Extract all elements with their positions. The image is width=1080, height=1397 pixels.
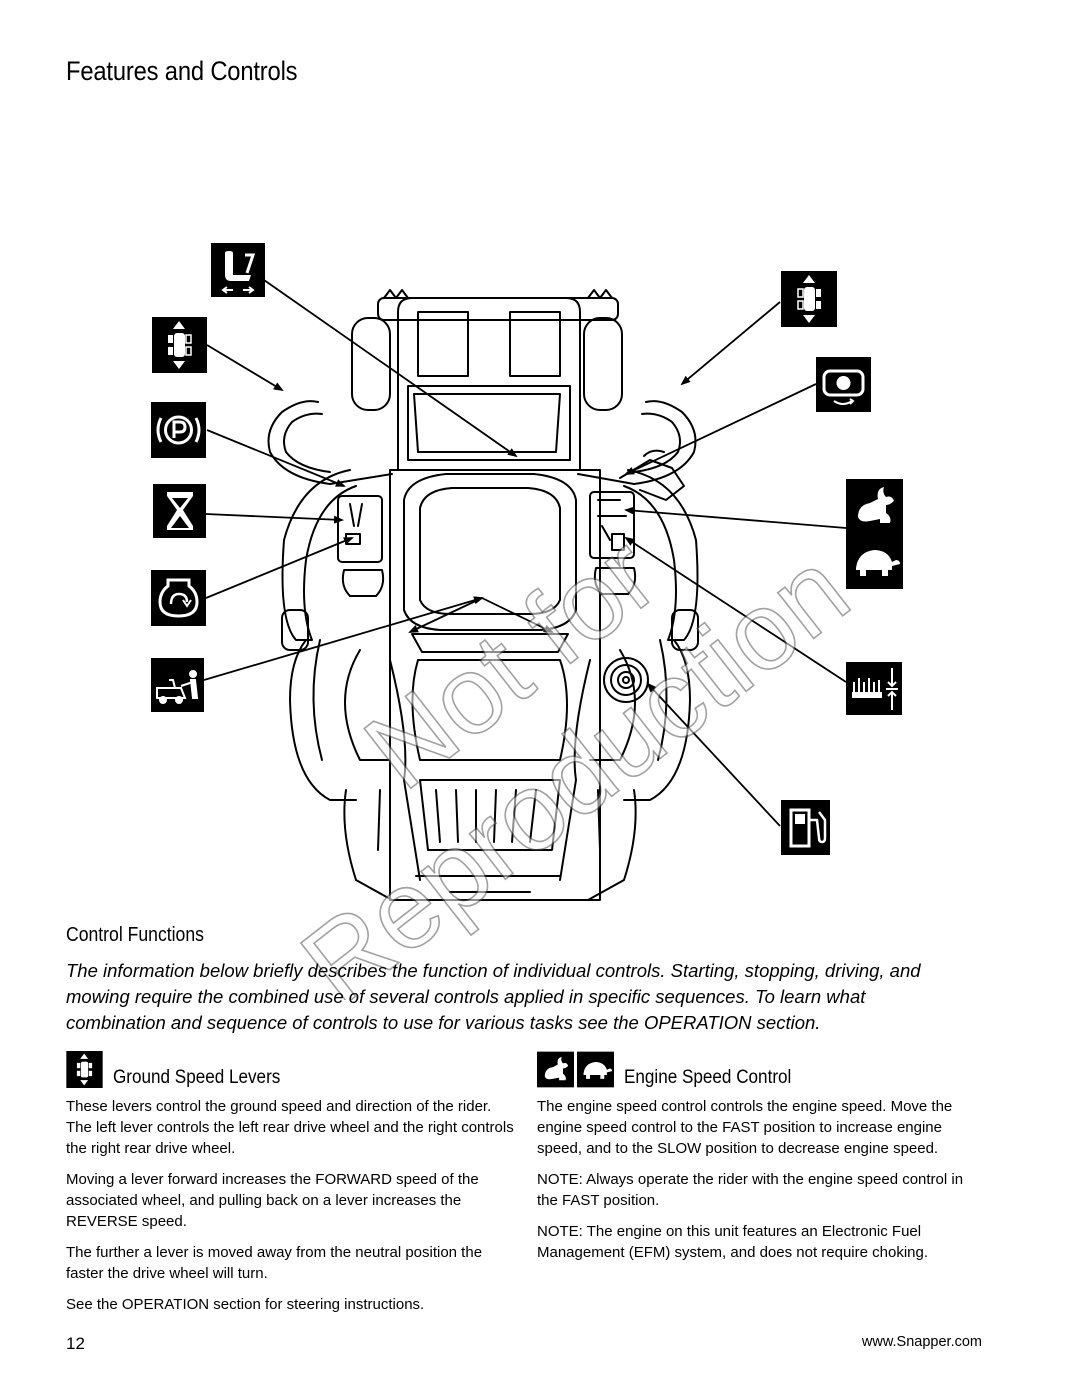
engine-speed-paragraph-3: NOTE: The engine on this unit features a… xyxy=(537,1223,929,1261)
engine-speed-paragraph-2: NOTE: Always operate the rider with the … xyxy=(537,1171,964,1209)
leader-deck-height xyxy=(624,536,847,683)
ground-speed-paragraph-2: Moving a lever forward increases the FOR… xyxy=(66,1171,479,1230)
seat-adjust-icon xyxy=(211,243,265,297)
ground-speed-paragraph-4: See the OPERATION section for steering i… xyxy=(66,1296,425,1313)
engine-speed-paragraph-1: The engine speed control controls the en… xyxy=(537,1098,953,1157)
fuel-icon xyxy=(781,800,830,855)
leader-fuel xyxy=(646,682,781,827)
hour-meter-icon xyxy=(153,484,206,538)
engine-speed-control-header: Engine Speed Control xyxy=(537,1050,987,1088)
engine-speed-control-title: Engine Speed Control xyxy=(624,1067,792,1088)
control-functions-heading: Control Functions xyxy=(66,924,204,946)
mower-top-view xyxy=(267,289,699,901)
ground-speed-paragraph-3: The further a lever is moved away from t… xyxy=(66,1244,483,1282)
ground-speed-levers-header: Ground Speed Levers xyxy=(66,1050,516,1088)
leader-lines xyxy=(203,279,847,827)
leader-operator-presence-a xyxy=(203,596,484,681)
slow-turtle-icon xyxy=(846,534,903,589)
page-number: 12 xyxy=(66,1334,85,1353)
leader-left-lever xyxy=(206,344,284,392)
slow-turtle-icon xyxy=(577,1051,614,1088)
ground-speed-levers-section: Ground Speed Levers These levers control… xyxy=(66,1050,516,1325)
leader-pto xyxy=(624,383,817,475)
leader-operator-presence-b xyxy=(408,597,483,633)
leader-seat xyxy=(263,279,518,458)
ground-speed-lever-icon xyxy=(152,317,207,373)
operator-presence-icon xyxy=(151,658,204,712)
engine-speed-control-section: Engine Speed Control The engine speed co… xyxy=(537,1050,987,1273)
leader-parking-brake xyxy=(206,429,346,487)
leader-throttle xyxy=(624,506,847,529)
leader-operator-presence-c xyxy=(481,597,554,633)
control-functions-intro: The information below briefly describes … xyxy=(66,960,921,1033)
ground-speed-lever-icon xyxy=(66,1051,103,1088)
mower-controls-diagram xyxy=(151,243,903,901)
ignition-switch-icon xyxy=(151,570,206,626)
website-link[interactable]: www.Snapper.com xyxy=(861,1334,982,1350)
fast-rabbit-icon xyxy=(846,479,903,534)
fast-rabbit-icon xyxy=(537,1051,574,1088)
page-title: Features and Controls xyxy=(66,56,298,86)
pto-switch-icon xyxy=(816,357,871,412)
leader-right-lever xyxy=(680,301,781,386)
deck-height-icon xyxy=(846,662,902,715)
leader-ignition xyxy=(205,537,354,599)
parking-brake-icon xyxy=(151,402,206,458)
ground-speed-levers-title: Ground Speed Levers xyxy=(113,1067,281,1088)
ground-speed-lever-icon xyxy=(781,271,837,327)
leader-hour-meter xyxy=(205,513,344,524)
ground-speed-paragraph-1: These levers control the ground speed an… xyxy=(66,1098,514,1157)
